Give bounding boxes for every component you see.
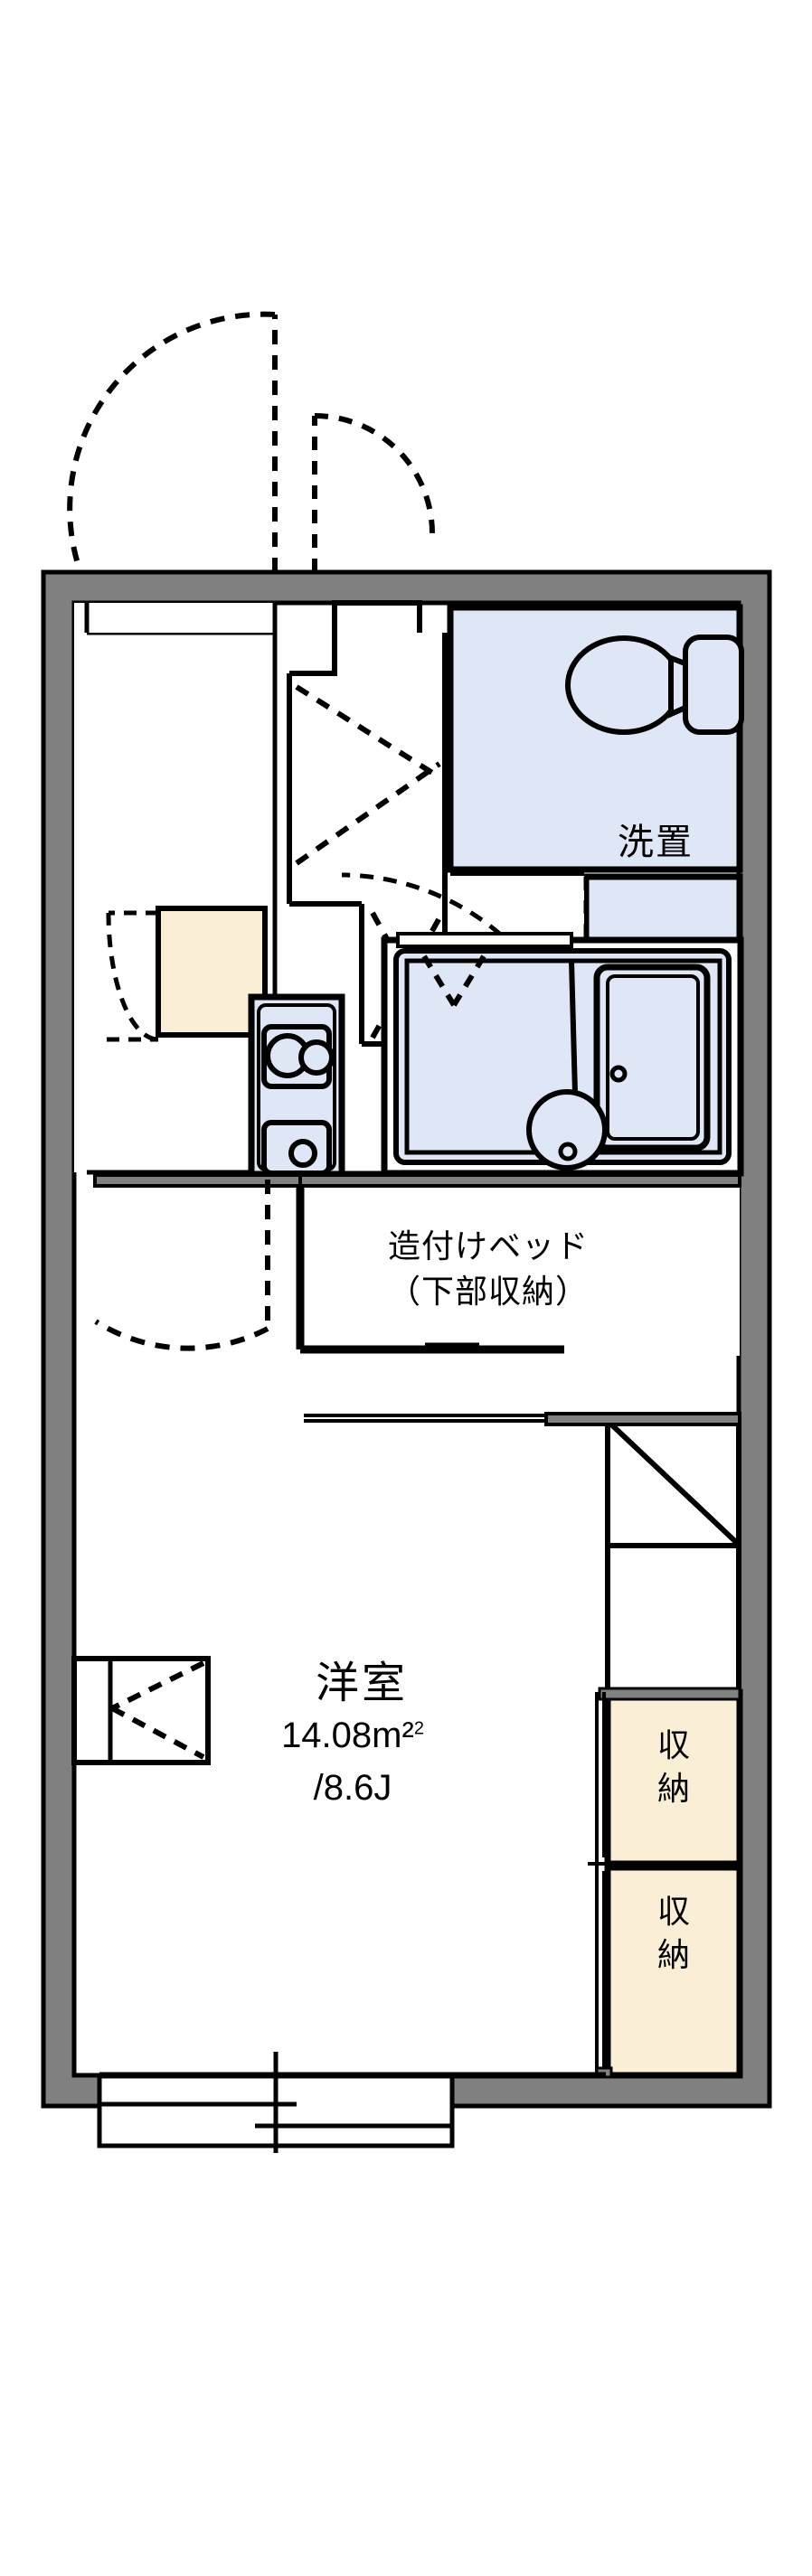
genkan-x-marks — [295, 684, 444, 1039]
basin-drain — [558, 1142, 578, 1161]
main-room-jo: /8.6J — [313, 1768, 392, 1808]
toilet-door-upper[interactable] — [312, 413, 435, 572]
bathtub-drain — [609, 1065, 628, 1083]
bed-floor — [300, 1175, 740, 1356]
closet-upper-sliding-doors[interactable] — [588, 1692, 613, 1876]
bath-room — [381, 932, 744, 1177]
shelf-lower-void — [608, 1546, 739, 1688]
shelf-lower-outline — [605, 1543, 741, 1690]
built-in-bed-zone — [93, 1170, 741, 1356]
main-room-label: 洋室 — [315, 1658, 408, 1708]
bath-folding-door — [421, 954, 486, 1007]
upper-shelf-diagonal — [607, 1420, 741, 1547]
closet-lower-sliding-doors[interactable] — [595, 1867, 606, 2075]
room-door[interactable] — [94, 1180, 270, 1351]
closet-upper-header — [598, 1687, 741, 1701]
bath-threshold — [396, 932, 573, 948]
sink-drain — [288, 1139, 317, 1168]
kitchen-unit — [248, 993, 345, 1178]
shoe-box-body — [156, 906, 268, 1038]
entrance-area — [74, 603, 278, 1175]
genkan-floor — [289, 633, 445, 904]
balcony-window[interactable] — [97, 2052, 606, 2153]
toilet-bowl — [565, 635, 683, 735]
side-window-swing — [110, 1660, 205, 1760]
room-door-arc — [94, 1319, 269, 1351]
closet-lower-body — [604, 1864, 743, 2079]
shoe-box[interactable] — [106, 906, 268, 1042]
main-room-area: 14.08m²2 — [217, 1717, 488, 1753]
closet-upper-label-2: 納 — [656, 1771, 690, 1808]
entrance-threshold — [87, 603, 275, 633]
closet-lower-label-2: 納 — [656, 1937, 690, 1974]
main-room-area-value: 14.08m²2 — [281, 1716, 424, 1755]
upper-shelf — [304, 1412, 741, 1690]
genkan-outline — [287, 633, 448, 1047]
closet-lower-label-1: 収 — [656, 1894, 690, 1931]
entrance-hall-floor — [74, 603, 275, 1172]
genkan-tataki — [287, 633, 448, 1047]
stove-burner-small — [298, 1039, 335, 1076]
built-in-bed-sublabel: （下部収納） — [387, 1274, 589, 1311]
closet-upper-label-1: 収 — [656, 1727, 690, 1764]
toilet-tank — [683, 635, 744, 735]
entrance-door[interactable] — [67, 311, 278, 573]
built-in-bed-label: 造付けベッド — [387, 1228, 589, 1265]
shoe-box-door-swing — [106, 910, 159, 1042]
closet-upper[interactable] — [588, 1687, 743, 1876]
closet-lower[interactable] — [595, 1864, 743, 2079]
washer-space-label: 洗置 — [618, 822, 694, 863]
bathtub-inner — [606, 974, 700, 1141]
side-window[interactable] — [71, 1656, 211, 1765]
entrance-door-arc — [67, 311, 276, 573]
toilet-fixture — [565, 635, 744, 735]
partition-wall-top — [298, 1173, 741, 1188]
area-unit-superscript: 2 — [413, 1718, 424, 1739]
toilet-door-upper-arc — [314, 413, 435, 534]
wash-basin — [526, 1089, 608, 1170]
